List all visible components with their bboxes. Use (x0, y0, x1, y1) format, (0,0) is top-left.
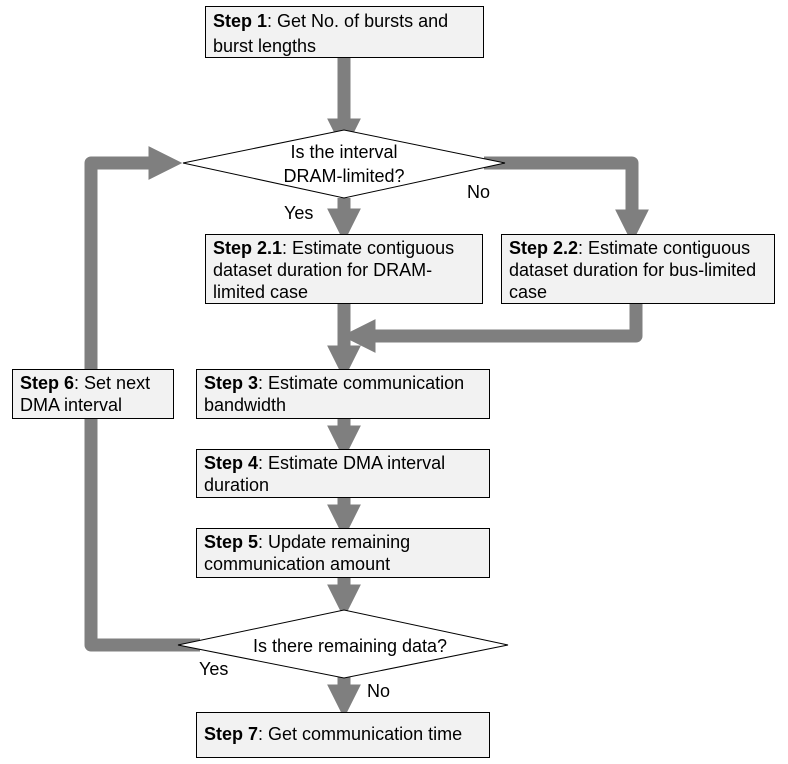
step6-box: Step 6: Set next DMA interval (12, 369, 174, 419)
step4-title: Step 4 (204, 453, 259, 473)
step3-title: Step 3 (204, 373, 259, 393)
step5-title: Step 5 (204, 532, 259, 552)
step5-text: : Update remaining communication amount (204, 532, 411, 574)
step2-1-title: Step 2.1 (213, 238, 283, 258)
step4-text: : Estimate DMA interval duration (204, 453, 446, 495)
step1-title: Step 1 (213, 11, 268, 31)
step7-text: : Get communication time (258, 724, 463, 744)
step7-title: Step 7 (204, 724, 259, 744)
step2-1-box: Step 2.1: Estimate contiguous dataset du… (205, 234, 483, 304)
step3-text: : Estimate communication bandwidth (204, 373, 465, 415)
decision-diamond-dram-limited (182, 129, 506, 199)
arrow-step2-2-to-merge (341, 304, 643, 353)
decision-remaining-data-text: Is there remaining data? (252, 636, 448, 656)
step5-box: Step 5: Update remaining communication a… (196, 528, 490, 578)
step2-2-text: : Estimate contiguous dataset duration f… (509, 238, 757, 302)
arrow-decision1-no-to-step2-2 (484, 156, 649, 244)
step3-box: Step 3: Estimate communication bandwidth (196, 369, 490, 419)
step1-box: Step 1: Get No. of bursts and burst leng… (205, 6, 484, 58)
label-decision2-no: No (367, 681, 391, 701)
step2-2-box: Step 2.2: Estimate contiguous dataset du… (501, 234, 775, 304)
step2-1-text: : Estimate contiguous dataset duration f… (213, 238, 455, 302)
decision-diamond-remaining-data (177, 609, 509, 679)
step6-text: : Set next DMA interval (20, 373, 151, 415)
step2-2-title: Step 2.2 (509, 238, 579, 258)
decision-dram-limited-text: Is the interval DRAM-limited? (244, 140, 444, 188)
label-decision1-no: No (467, 182, 491, 202)
label-decision2-yes: Yes (199, 659, 229, 679)
label-decision1-yes: Yes (284, 203, 314, 223)
decision-dram-limited-line1: Is the interval (290, 142, 398, 162)
decision-dram-limited-line2: DRAM-limited? (283, 166, 405, 186)
step4-box: Step 4: Estimate DMA interval duration (196, 449, 490, 498)
step1-text: : Get No. of bursts and burst lengths (213, 11, 449, 56)
step6-title: Step 6 (20, 373, 75, 393)
step7-box: Step 7: Get communication time (196, 712, 490, 758)
